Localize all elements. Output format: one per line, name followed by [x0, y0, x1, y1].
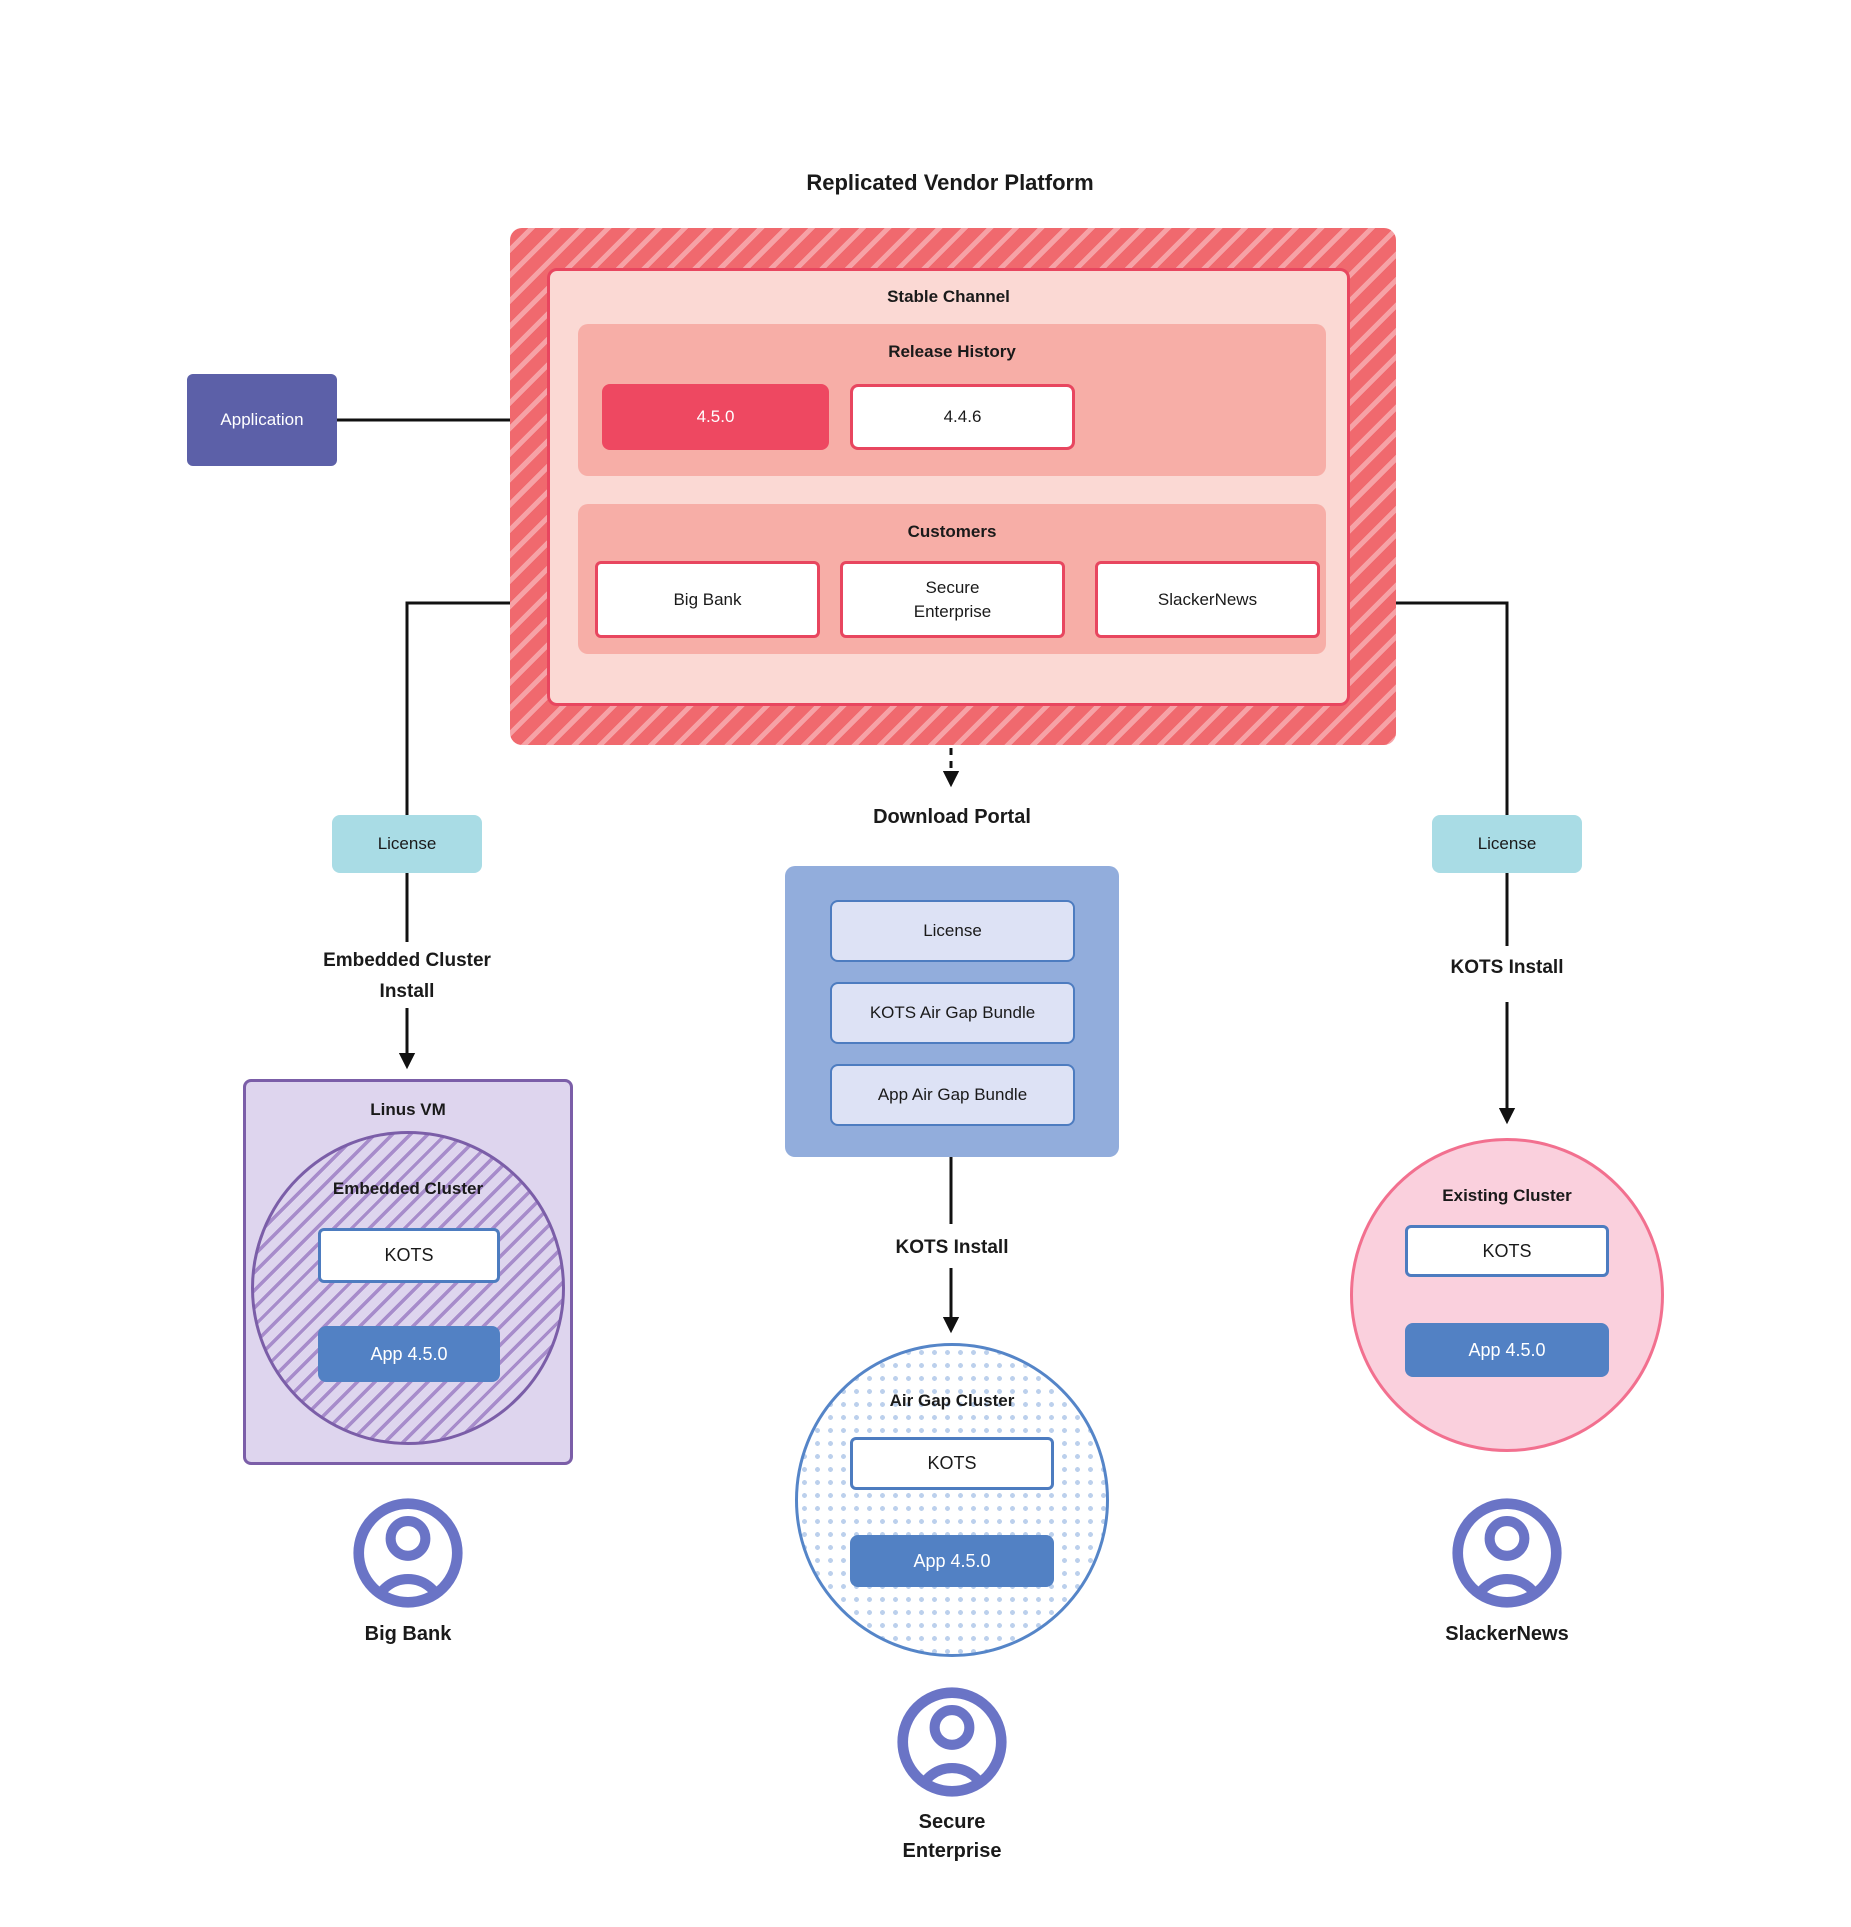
app-box-secure-enterprise: App 4.5.0 [850, 1535, 1054, 1587]
license-chip-slackernews: License [1432, 815, 1582, 873]
embedded-cluster-label: Embedded Cluster [332, 1179, 484, 1198]
release-4-5-0-box: 4.5.0 [602, 384, 829, 450]
portal-kots-airgap-bundle-box: KOTS Air Gap Bundle [830, 982, 1075, 1044]
app-box-slackernews: App 4.5.0 [1405, 1323, 1609, 1377]
air-gap-cluster-circle: Air Gap Cluster [795, 1343, 1109, 1657]
existing-cluster-label: Existing Cluster [1442, 1186, 1572, 1205]
existing-cluster-circle: Existing Cluster [1350, 1138, 1664, 1452]
app-box-big-bank: App 4.5.0 [318, 1326, 500, 1382]
release-history-box: Release History 4.5.0 4.4.6 [578, 324, 1326, 476]
slackernews-user-icon [1452, 1498, 1562, 1608]
big-bank-user-label: Big Bank [364, 1623, 452, 1645]
application-box: Application [187, 374, 337, 466]
customer-big-bank: Big Bank [595, 561, 820, 638]
customers-label: Customers [907, 522, 997, 541]
slackernews-user-label: SlackerNews [1445, 1623, 1569, 1645]
customers-box: Customers Big Bank Secure Enterprise Sla… [578, 504, 1326, 654]
portal-license-box: License [830, 900, 1075, 962]
secure-enterprise-user-icon [897, 1687, 1007, 1797]
customer-secure-enterprise-label: Secure Enterprise [913, 577, 992, 621]
customer-secure-enterprise: Secure Enterprise [840, 561, 1065, 638]
kots-box-slackernews: KOTS [1405, 1225, 1609, 1277]
customer-slackernews-label: SlackerNews [1157, 589, 1258, 609]
customer-big-bank-label: Big Bank [673, 589, 742, 609]
embedded-cluster-install-label: Embedded Cluster Install [323, 950, 491, 1002]
kots-box-big-bank: KOTS [318, 1228, 500, 1283]
release-4-4-6-box: 4.4.6 [850, 384, 1075, 450]
download-portal-box: License KOTS Air Gap Bundle App Air Gap … [785, 866, 1119, 1157]
embedded-cluster-circle: Embedded Cluster [251, 1131, 565, 1445]
kots-install-label-right: KOTS Install [1450, 957, 1564, 978]
stable-channel-box: Stable Channel Release History 4.5.0 4.4… [547, 268, 1350, 706]
portal-app-airgap-bundle-box: App Air Gap Bundle [830, 1064, 1075, 1126]
stable-channel-label: Stable Channel [887, 287, 1010, 306]
air-gap-cluster-label: Air Gap Cluster [889, 1391, 1015, 1410]
big-bank-user-icon [353, 1498, 463, 1608]
secure-enterprise-user-label: Secure Enterprise [902, 1811, 1002, 1862]
download-portal-title: Download Portal [873, 806, 1031, 828]
kots-box-secure-enterprise: KOTS [850, 1437, 1054, 1490]
release-history-label: Release History [888, 342, 1016, 361]
customer-slackernews: SlackerNews [1095, 561, 1320, 638]
linus-vm-box: Linus VM Embedded Cluster [243, 1079, 573, 1465]
kots-install-label-mid: KOTS Install [895, 1237, 1009, 1258]
diagram-title: Replicated Vendor Platform [806, 170, 1094, 195]
license-chip-big-bank: License [332, 815, 482, 873]
linus-vm-label: Linus VM [370, 1100, 446, 1119]
